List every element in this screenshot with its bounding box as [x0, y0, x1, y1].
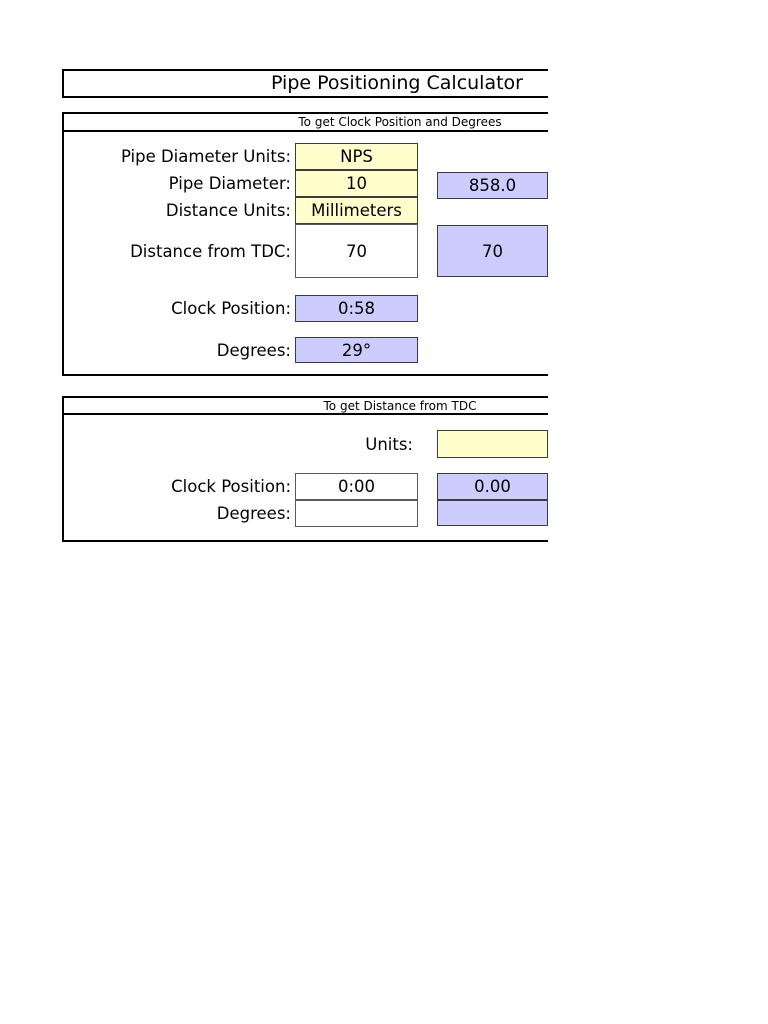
clock-position-label: Clock Position: — [171, 299, 291, 318]
distance-converted-output: 0.00 — [437, 473, 548, 500]
section-clock-header-row — [62, 114, 548, 132]
section-clock-position — [62, 112, 548, 376]
units-input[interactable] — [437, 430, 548, 458]
pipe-diameter-input[interactable]: 10 — [295, 170, 418, 197]
pipe-diameter-units-label: Pipe Diameter Units: — [120, 147, 291, 166]
units-label: Units: — [365, 434, 413, 454]
clock-position-label-2: Clock Position: — [171, 477, 291, 496]
distance-units-input[interactable]: Millimeters — [295, 197, 418, 224]
distance-units-label: Distance Units: — [165, 201, 291, 220]
distance-from-tdc-input[interactable]: 70 — [295, 224, 418, 278]
clock-position-output: 0:58 — [295, 295, 418, 322]
page-title: Pipe Positioning Calculator — [271, 72, 523, 94]
degrees-converted-output — [437, 500, 548, 526]
distance-from-tdc-label: Distance from TDC: — [130, 241, 291, 261]
pipe-diameter-label: Pipe Diameter: — [168, 174, 291, 193]
degrees-input-2[interactable] — [295, 500, 418, 527]
section-distance-header-row — [62, 398, 548, 415]
section-clock-header: To get Clock Position and Degrees — [298, 114, 502, 129]
distance-from-tdc-converted-output: 70 — [437, 225, 548, 277]
section-distance-from-tdc — [62, 396, 548, 542]
degrees-label: Degrees: — [216, 340, 291, 360]
degrees-output: 29° — [295, 337, 418, 363]
clock-position-input-2[interactable]: 0:00 — [295, 473, 418, 500]
title-box — [62, 69, 548, 98]
section-distance-header: To get Distance from TDC — [323, 398, 477, 413]
pipe-diameter-converted-output: 858.0 — [437, 172, 548, 199]
degrees-label-2: Degrees: — [216, 504, 291, 523]
pipe-diameter-units-input[interactable]: NPS — [295, 143, 418, 170]
